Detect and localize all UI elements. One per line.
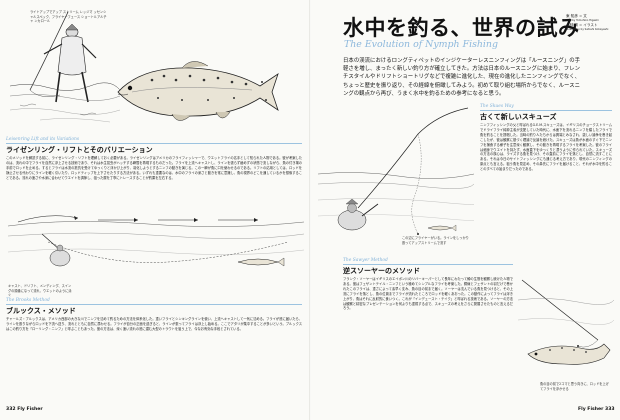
section4-rule	[343, 264, 513, 265]
sawyer-illustration	[518, 270, 614, 374]
section4-en-heading: The Sawyer Method	[343, 258, 388, 263]
section2-en-heading: The Brooks Method	[6, 298, 50, 303]
section3-rule	[480, 110, 612, 111]
author-illustrator-ja: 小林 訓 = イラスト	[566, 22, 598, 27]
caption-top: ライトアップでアップ ストリーム レッジマ ッセンシャルスペック、フライヤーフェ…	[30, 10, 107, 24]
angler-drawing	[10, 11, 120, 123]
drift-diagram	[8, 212, 304, 290]
trout-drawing	[117, 61, 279, 121]
section2-rule	[6, 304, 302, 305]
section2-body: チャールズ・ブルックスは、アメリカ西部の大きな川でニンフを沈めて釣るための方法を…	[6, 317, 302, 331]
section3-body: ニンフフィッシングの父と呼ばれるG.E.M.スキューズは、イギリスのチョークスト…	[480, 123, 612, 172]
section1-body: このメソッドを解説する前に、ライゼンリング・リフトを理解しておく必要がある。ライ…	[6, 156, 302, 180]
section2-title: ブルックス・メソッド	[6, 307, 76, 315]
right-folio: Fly Fisher 333	[578, 407, 615, 412]
sawyer-caption: 魚の目の前で2コマと思う向きに、ロッドを上げてフライを浮かせる	[540, 382, 609, 391]
article-title: 水中を釣る、世界の試み	[343, 15, 580, 40]
article-subtitle: The Evolution of Nymph Fishing	[344, 39, 498, 50]
angler-illustration	[10, 10, 120, 145]
skues-drawing	[318, 107, 474, 235]
drift-diagram-caption: キャスト、ドリフト、メンディング、スイングの順番になって流れ、ウエットのように泳…	[8, 284, 72, 298]
spread-gutter	[309, 0, 311, 420]
section1-title: ライゼンリング・リフトとそのバリエーション	[6, 146, 153, 154]
skues-illustration	[318, 104, 474, 254]
drift-diagram-drawing	[8, 215, 304, 267]
section1-rule	[6, 143, 302, 144]
author-illustrator-en: Illustration by Satoshi Kobayashi	[566, 27, 609, 31]
section4-body: フランク・ソーヤーはイギリスのエイボン川のリバーキーパーとして長年にわたって鱒の…	[343, 277, 513, 311]
sawyer-drawing	[518, 279, 614, 365]
skues-caption: この辺にフライヤーがいる。ラインをしっかり張ってアップストリームで流す	[402, 236, 469, 245]
section4-title: 逆スソーヤーのメソッド	[343, 267, 420, 275]
article-lead: 日本の渓流におけるロングティペットのインジケーターレスニンフィングは「ルースニン…	[343, 58, 580, 97]
trout-illustration	[112, 48, 280, 133]
section1-en-heading: Leisenring Lift and its Variations	[6, 137, 80, 142]
section3-en-heading: The Skues Way	[480, 104, 514, 109]
author-credit: 東 知彦 = 文 Text by Tomohiko Higashi 小林 訓 =…	[566, 14, 608, 31]
author-writer-en: Text by Tomohiko Higashi	[566, 19, 599, 22]
left-folio: 332 Fly Fisher	[6, 407, 43, 412]
author-writer-ja: 東 知彦 = 文	[566, 14, 587, 18]
left-page: ライトアップでアップ ストリーム レッジマ ッセンシャルスペック、フライヤーフェ…	[6, 10, 304, 412]
section3-title: 古くて新しいスキューズ	[480, 113, 557, 121]
